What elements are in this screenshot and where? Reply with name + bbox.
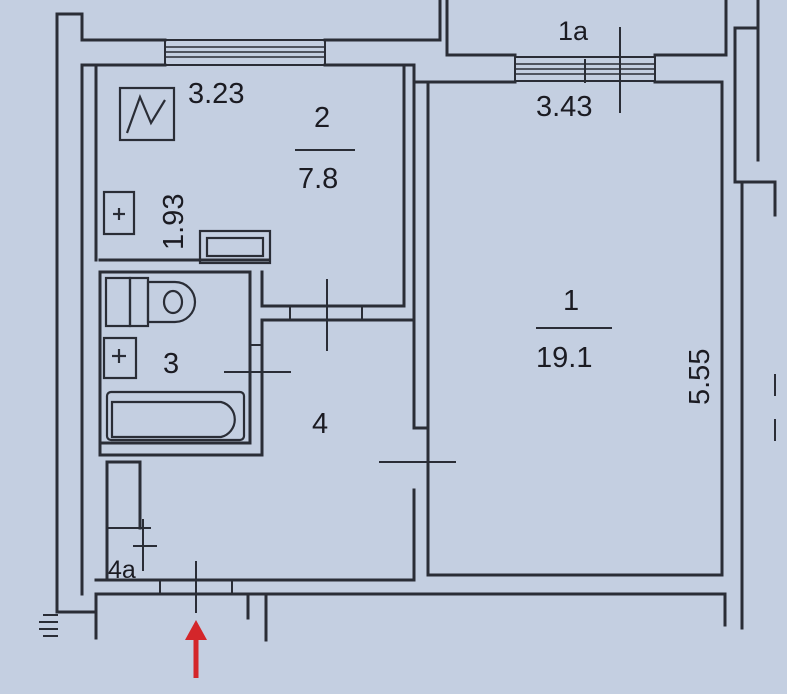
outer-wall-east [720, 80, 776, 630]
bathtub-icon [105, 390, 246, 442]
counter-icon [198, 229, 272, 265]
room-4-number: 4 [312, 408, 329, 440]
room-2-area: 7.8 [298, 163, 339, 195]
room-1a-number: 1a [558, 16, 589, 46]
room-width-dimension: 3.43 [536, 91, 593, 123]
toilet-icon [104, 276, 197, 328]
stair-marks [39, 614, 58, 637]
room-1-number: 1 [563, 285, 580, 317]
room-depth-dimension: 5.55 [684, 348, 716, 405]
kitchen-width-dimension: 3.23 [188, 78, 245, 110]
room-3-number: 3 [163, 348, 180, 380]
washbasin-icon [102, 336, 138, 380]
stove-icon [118, 86, 176, 142]
room-1-area: 19.1 [536, 342, 593, 374]
entrance-arrow-icon [185, 620, 207, 678]
outer-wall-west [55, 12, 167, 614]
outer-wall-north [80, 0, 728, 113]
fraction-lines [295, 149, 612, 329]
loggia-1a [724, 0, 777, 217]
room-4a-number: 4a [108, 556, 136, 584]
kitchen-depth-dimension: 1.93 [158, 193, 190, 250]
partition-walls [94, 63, 744, 642]
sink-icon [102, 190, 136, 236]
room-2-number: 2 [314, 102, 331, 134]
